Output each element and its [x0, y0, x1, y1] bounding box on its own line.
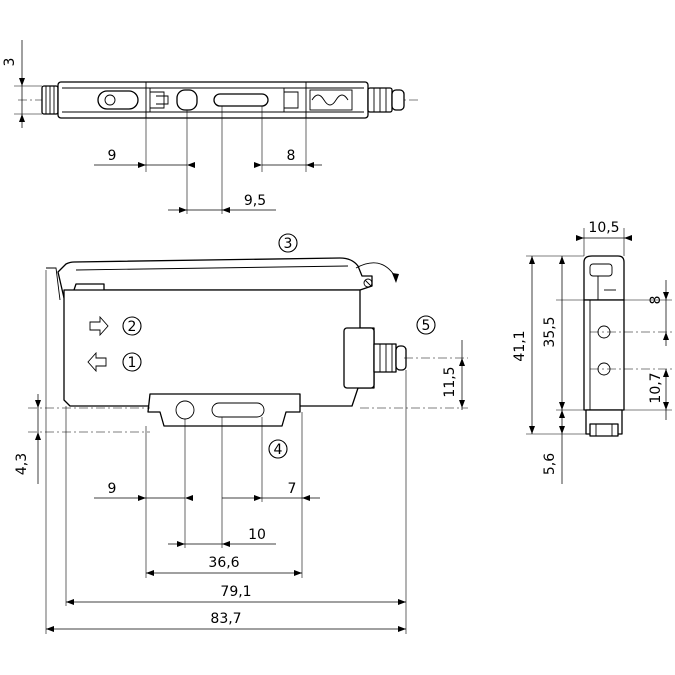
push-arrow-icon: [89, 315, 109, 337]
body-length-label: 79,1: [220, 584, 251, 600]
end-top-hole-label: 8: [648, 296, 664, 305]
hole-pitch-label: 10: [248, 527, 266, 543]
side-view: 2 1 3 4 5 4,3 11,5 9: [14, 233, 468, 634]
top-slot-pitch-label: 9,5: [244, 193, 266, 209]
connector-height-label: 11,5: [442, 366, 458, 397]
callout-4: 4: [274, 442, 283, 458]
end-connector-height-label: 5,6: [542, 453, 558, 475]
rail-offset-label: 4,3: [14, 453, 30, 475]
top-view: 3 9 8 9,5: [2, 40, 420, 214]
overall-length-label: 83,7: [210, 611, 241, 627]
side-right-gap-label: 7: [288, 481, 297, 497]
end-view: 10,5 41,1 35,5 8 10,7 5,6: [512, 220, 672, 484]
end-width-label: 10,5: [588, 220, 619, 236]
side-left-gap-label: 9: [108, 481, 117, 497]
callout-2: 2: [128, 319, 137, 335]
top-left-gap-label: 9: [108, 148, 117, 164]
end-height-total-label: 41,1: [512, 330, 528, 361]
top-right-gap-label: 8: [287, 148, 296, 164]
pull-arrow-icon: [87, 351, 107, 373]
end-height-body-label: 35,5: [542, 316, 558, 347]
top-height-label: 3: [2, 58, 18, 67]
clip-length-label: 36,6: [208, 555, 239, 571]
callout-5: 5: [422, 318, 431, 334]
callout-1: 1: [128, 355, 137, 371]
callout-3: 3: [284, 236, 293, 252]
end-hole-pitch-label: 10,7: [648, 372, 664, 403]
